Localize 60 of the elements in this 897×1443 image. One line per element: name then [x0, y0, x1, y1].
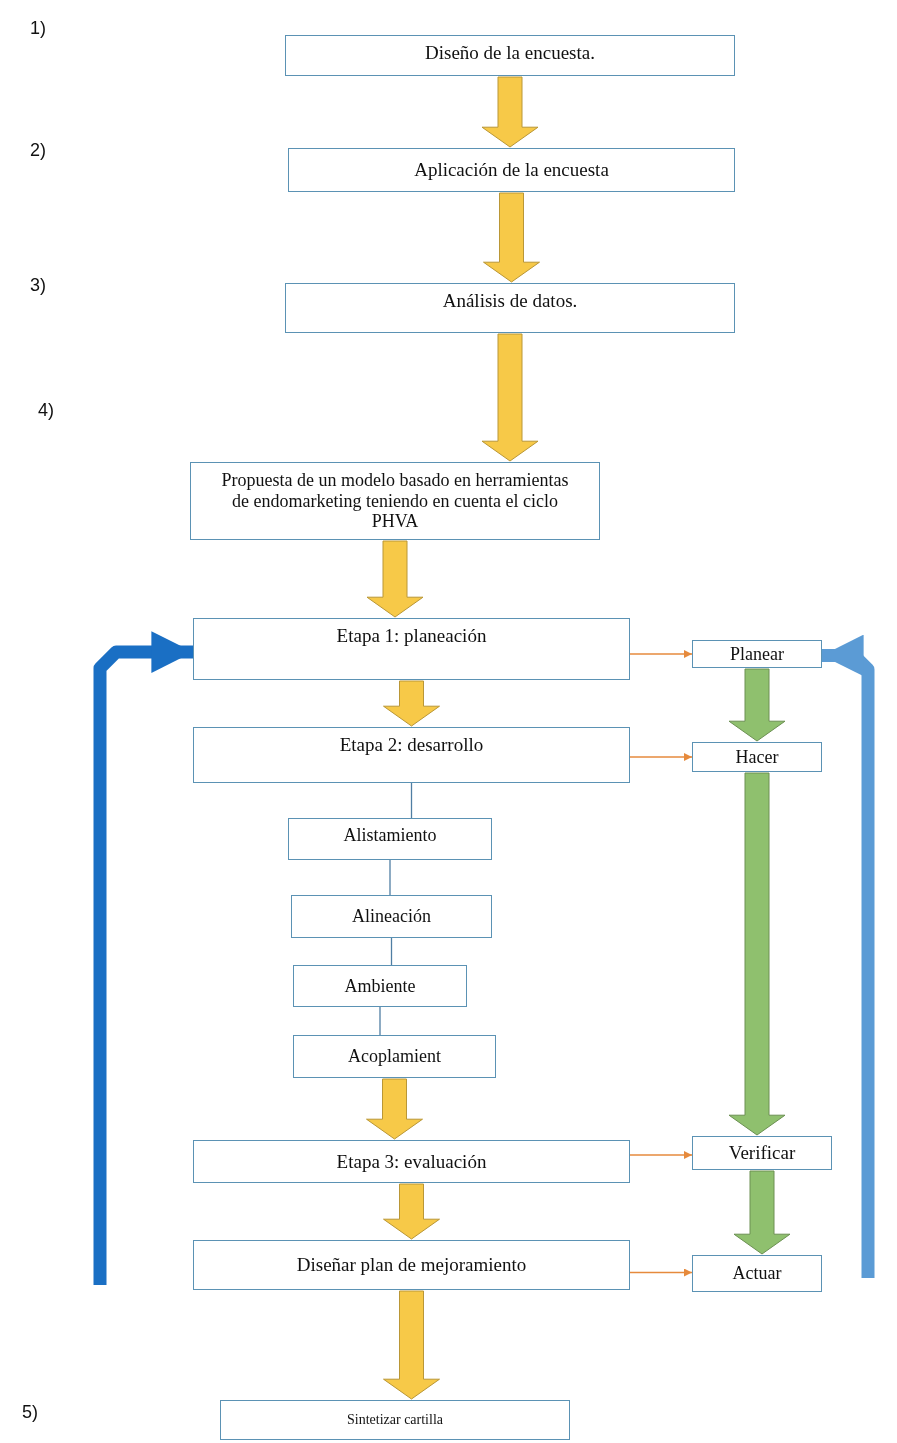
step-number: 3)	[30, 275, 46, 296]
block-arrow	[366, 1078, 423, 1140]
process-box	[220, 1400, 570, 1440]
step-number: 5)	[22, 1402, 38, 1423]
step-number: 2)	[30, 140, 46, 161]
arrow	[629, 753, 693, 761]
arrow	[629, 1268, 693, 1277]
block-arrow	[481, 76, 539, 148]
arrow	[629, 1151, 693, 1159]
block-arrow	[481, 333, 539, 462]
box-label: Etapa 3: evaluación	[336, 1150, 487, 1173]
block-arrow	[483, 192, 540, 283]
process-box	[692, 742, 822, 772]
process-box	[193, 727, 630, 783]
box-label: Propuesta de un modelo basado en herramientas de endomarketing teniendo en cuenta el ciclo PHVA	[220, 469, 570, 533]
box-label: Verificar	[728, 1142, 796, 1164]
connector-line	[390, 937, 393, 966]
process-box	[193, 618, 630, 680]
box-label: Planear	[730, 643, 784, 665]
process-box	[285, 35, 735, 76]
block-arrow	[366, 540, 424, 618]
block-arrow	[383, 1290, 440, 1400]
step-number: 4)	[38, 400, 54, 421]
process-box	[288, 818, 492, 860]
process-box	[692, 1255, 822, 1292]
box-label: Análisis de datos.	[442, 290, 578, 312]
bent-arrow	[93, 631, 193, 1285]
process-box	[291, 895, 492, 938]
box-label: Hacer	[735, 746, 779, 768]
connector-line	[379, 1006, 381, 1036]
block-arrow	[728, 772, 786, 1136]
process-box	[193, 1240, 630, 1290]
block-arrow	[728, 668, 786, 742]
process-box	[692, 640, 822, 668]
process-box	[288, 148, 735, 192]
box-label: Acoplamient	[348, 1046, 441, 1067]
box-label: Alineación	[352, 906, 431, 927]
process-box	[293, 1035, 496, 1078]
bent-arrow	[822, 634, 875, 1278]
process-box	[285, 283, 735, 333]
connector-line	[389, 859, 391, 896]
process-box	[293, 965, 467, 1007]
box-label: Alistamiento	[343, 825, 437, 846]
box-label: Etapa 2: desarrollo	[339, 734, 484, 756]
box-label: Diseñar plan de mejoramiento	[296, 1254, 527, 1276]
process-box	[193, 1140, 630, 1183]
block-arrow	[383, 680, 440, 727]
step-number: 1)	[30, 18, 46, 39]
box-label: Aplicación de la encuesta	[414, 159, 609, 181]
process-box	[692, 1136, 832, 1170]
box-label: Ambiente	[344, 975, 416, 997]
block-arrow	[383, 1183, 440, 1240]
process-box	[190, 462, 600, 540]
arrow	[629, 650, 693, 658]
connector-line	[410, 782, 413, 819]
box-label: Diseño de la encuesta.	[425, 42, 595, 64]
box-label: Sintetizar cartilla	[347, 1411, 443, 1429]
box-label: Etapa 1: planeación	[336, 625, 487, 647]
box-label: Actuar	[732, 1263, 782, 1284]
block-arrow	[733, 1170, 791, 1255]
